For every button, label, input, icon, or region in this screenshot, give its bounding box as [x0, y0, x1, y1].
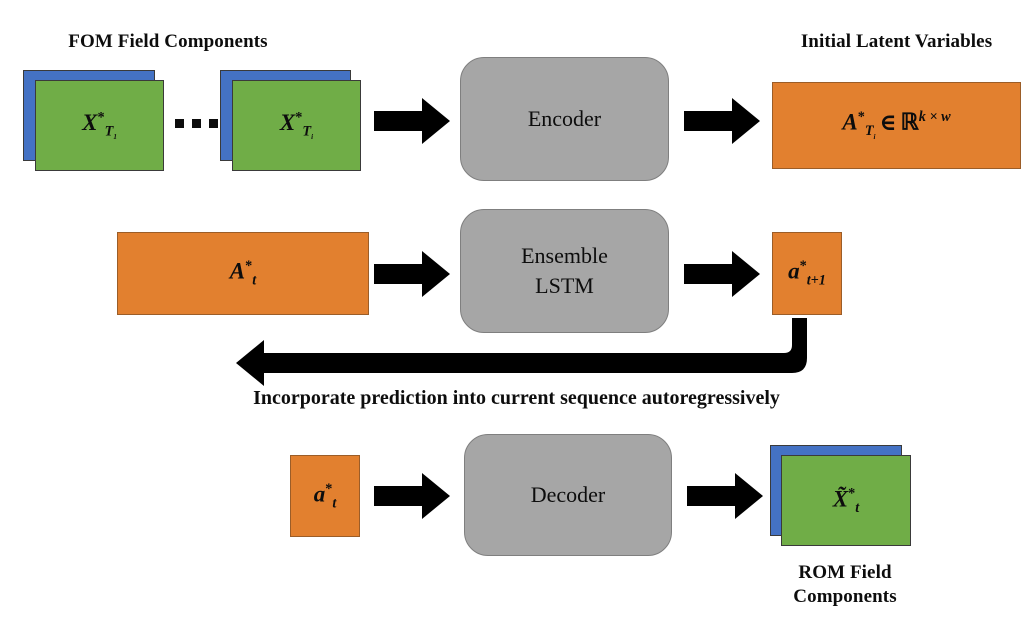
fom-plate-1-label: X*T1	[82, 108, 117, 141]
arrow-encoder-to-latent	[684, 98, 760, 144]
encoder-box[interactable]: Encoder	[460, 57, 669, 181]
arrow-latent-to-decoder	[374, 473, 450, 519]
fom-plate-2-front: X*Ti	[232, 80, 361, 171]
initial-latent-label: A*Ti∈ℝk × w	[842, 108, 951, 141]
arrow-lstm-to-prediction	[684, 251, 760, 297]
decoder-box[interactable]: Decoder	[464, 434, 672, 556]
initial-latent-variables-title: Initial Latent Variables	[800, 31, 993, 52]
ensemble-lstm-box[interactable]: Ensemble LSTM	[460, 209, 669, 333]
rom-plate-front: X̃*t	[781, 455, 911, 546]
arrow-latent-to-lstm	[374, 251, 450, 297]
fom-field-components-title: FOM Field Components	[68, 31, 268, 52]
decoder-input-label: a*t	[313, 480, 337, 511]
prediction-box[interactable]: a*t+1	[772, 232, 842, 315]
autoregressive-feedback-arrow	[236, 318, 826, 390]
prediction-label: a*t+1	[788, 258, 826, 289]
latent-sequence-box[interactable]: A*t	[117, 232, 369, 315]
rom-plate-label: X̃*t	[832, 485, 860, 516]
fom-plate-1-front: X*T1	[35, 80, 164, 171]
rom-field-components-title: ROM Field Components	[793, 562, 897, 607]
fom-plate-2-label: X*Ti	[279, 108, 314, 141]
ellipsis-dots	[175, 119, 218, 128]
latent-sequence-label: A*t	[229, 258, 257, 289]
arrow-decoder-to-rom	[687, 473, 763, 519]
arrow-fom-to-encoder	[374, 98, 450, 144]
initial-latent-box[interactable]: A*Ti∈ℝk × w	[772, 82, 1021, 169]
feedback-caption: Incorporate prediction into current sequ…	[253, 387, 780, 409]
decoder-input-box[interactable]: a*t	[290, 455, 360, 537]
